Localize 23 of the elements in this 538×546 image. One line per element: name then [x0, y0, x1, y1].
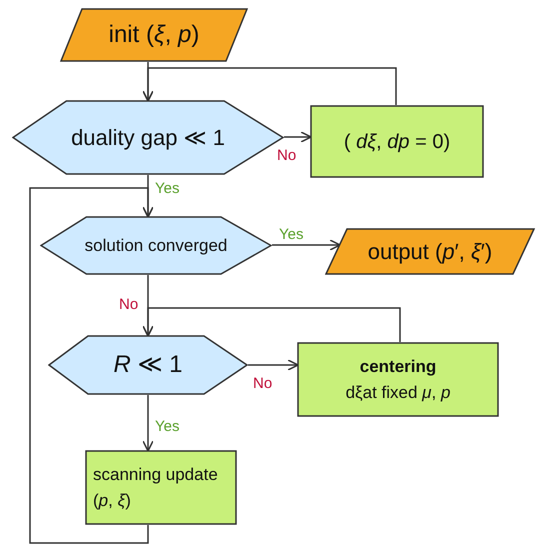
- node-text: solution converged: [84, 234, 228, 257]
- node-text: R ≪ 1: [113, 350, 183, 380]
- decision-hexagon: [48, 335, 248, 395]
- node-text: output (p′, ξ′): [368, 238, 492, 266]
- process-box: [297, 342, 499, 417]
- arrow: [272, 239, 341, 251]
- process-box: [310, 105, 484, 178]
- node-text: ( dξ, dp = 0): [344, 130, 450, 154]
- arrow: [248, 359, 299, 371]
- arrow: [142, 67, 397, 105]
- arrow: [142, 307, 401, 342]
- node-text: dξat fixed μ, p: [346, 382, 450, 404]
- decision-hexagon: [40, 216, 272, 275]
- node-text: scanning update (p, ξ): [92, 464, 219, 512]
- arrow: [29, 187, 154, 544]
- arrow: [284, 131, 312, 143]
- output-parallelogram: [325, 228, 535, 275]
- process-box: [85, 450, 237, 525]
- arrow: [142, 395, 154, 452]
- node-text: init (ξ, p): [108, 20, 200, 50]
- input-parallelogram: [60, 8, 248, 62]
- node-text: duality gap ≪ 1: [71, 124, 225, 152]
- node-heading: centering: [360, 356, 436, 378]
